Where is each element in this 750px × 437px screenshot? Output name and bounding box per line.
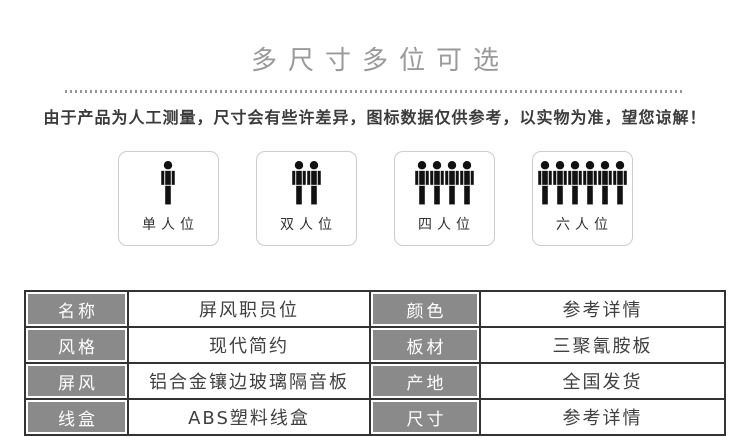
person-icon xyxy=(567,161,582,205)
spec-label-board: 板材 xyxy=(369,326,481,364)
product-info-page: 多尺寸多位可选 由于产品为人工测量，尺寸会有些许差异，图标数据仅供参考，以实物为… xyxy=(0,40,750,437)
spec-value-screen: 铝合金镶边玻璃隔音板 xyxy=(127,362,371,400)
spec-value-style: 现代简约 xyxy=(127,326,371,364)
spec-row: 线盒 ABS塑料线盒 尺寸 参考详情 xyxy=(24,398,726,436)
spec-label-wirebox: 线盒 xyxy=(24,398,129,436)
dotted-divider xyxy=(65,90,685,93)
person-icon-group xyxy=(161,158,175,205)
person-icon xyxy=(429,161,444,205)
spec-row: 名称 屏风职员位 颜色 参考详情 xyxy=(24,290,726,328)
person-icon xyxy=(552,161,567,205)
size-option-label: 四人位 xyxy=(418,217,475,233)
person-icon xyxy=(582,161,597,205)
person-icon-group xyxy=(537,158,627,205)
spec-value-color: 参考详情 xyxy=(479,290,726,328)
person-icon xyxy=(291,161,306,205)
spec-value-origin: 全国发货 xyxy=(479,362,726,400)
spec-value-board: 三聚氰胺板 xyxy=(479,326,726,364)
spec-label-name: 名称 xyxy=(24,290,129,328)
spec-label-origin: 产地 xyxy=(369,362,481,400)
spec-row: 屏风 铝合金镶边玻璃隔音板 产地 全国发货 xyxy=(24,362,726,400)
person-icon-group xyxy=(291,158,321,205)
spec-label-size: 尺寸 xyxy=(369,398,481,436)
size-option-double: 双人位 xyxy=(255,151,357,246)
person-icon xyxy=(161,161,175,205)
size-option-single: 单人位 xyxy=(117,151,219,246)
spec-label-style: 风格 xyxy=(24,326,129,364)
spec-label-color: 颜色 xyxy=(369,290,481,328)
person-icon xyxy=(612,161,627,205)
spec-table: 名称 屏风职员位 颜色 参考详情 风格 现代简约 板材 三聚氰胺板 屏风 铝合金… xyxy=(24,290,726,436)
person-icon-group xyxy=(414,158,474,205)
person-icon xyxy=(414,161,429,205)
person-icon xyxy=(306,161,321,205)
spec-value-wirebox: ABS塑料线盒 xyxy=(127,398,371,436)
person-icon xyxy=(597,161,612,205)
spec-label-screen: 屏风 xyxy=(24,362,129,400)
spec-row: 风格 现代简约 板材 三聚氰胺板 xyxy=(24,326,726,364)
page-title: 多尺寸多位可选 xyxy=(250,46,510,76)
size-options-row: 单人位 双人位 xyxy=(0,151,750,246)
person-icon xyxy=(444,161,459,205)
person-icon xyxy=(459,161,474,205)
size-option-label: 单人位 xyxy=(142,217,199,233)
spec-value-name: 屏风职员位 xyxy=(127,290,371,328)
person-icon xyxy=(537,161,552,205)
size-option-label: 双人位 xyxy=(280,217,337,233)
size-option-quad: 四人位 xyxy=(393,151,495,246)
spec-value-size: 参考详情 xyxy=(479,398,726,436)
measurement-notice: 由于产品为人工测量，尺寸会有些许差异，图标数据仅供参考，以实物为准，望您谅解！ xyxy=(43,108,707,127)
size-option-label: 六人位 xyxy=(556,217,613,233)
size-option-six: 六人位 xyxy=(531,151,633,246)
